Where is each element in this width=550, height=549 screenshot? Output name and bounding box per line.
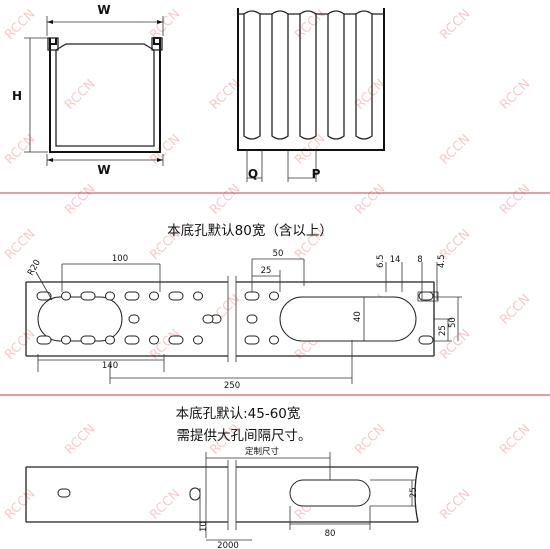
dim-40: 40 (353, 311, 363, 322)
dim-14: 14 (390, 255, 401, 265)
p-label: P (312, 167, 321, 181)
bottom-plate-small: 定制尺寸 25 10 80 2000 (25, 446, 419, 549)
height-label: H (12, 89, 22, 103)
watermark-text: RCCN (2, 327, 38, 363)
mounting-hole (80, 335, 96, 345)
width-label-bottom: W (97, 163, 110, 177)
watermark-text: RCCN (437, 132, 473, 168)
watermark-text: RCCN (2, 487, 38, 523)
mounting-hole (193, 291, 203, 301)
mounting-hole (105, 291, 115, 301)
dim-4-5: 4.5 (437, 254, 447, 268)
section3-title-line1: 本底孔默认:45-60宽 (176, 405, 301, 422)
watermark-text: RCCN (292, 7, 328, 43)
mounting-hole (269, 335, 279, 345)
mounting-hole (244, 335, 260, 345)
mounting-hole (168, 291, 184, 301)
watermark-text: RCCN (497, 182, 533, 218)
dim-25-right: 25 (438, 325, 448, 336)
watermark-text: RCCN (147, 487, 183, 523)
watermark-text: RCCN (62, 182, 98, 218)
watermark-text: RCCN (2, 132, 38, 168)
mounting-hole (36, 291, 52, 301)
watermark-text: RCCN (352, 422, 388, 458)
watermark-text: RCCN (2, 227, 38, 263)
mounting-hole (36, 335, 52, 345)
section3-title-line2: 需提供大孔间隔尺寸。 (177, 428, 312, 444)
trunking-cross-section: W H W (12, 3, 164, 177)
q-label: Q (248, 167, 258, 181)
mounting-hole (149, 291, 159, 301)
mounting-hole (244, 291, 260, 301)
watermark-text: RCCN (437, 487, 473, 523)
mounting-hole (124, 335, 140, 345)
mounting-hole (61, 335, 71, 345)
watermark-text: RCCN (2, 7, 38, 43)
custom-size-label: 定制尺寸 (245, 446, 280, 457)
dim-100: 100 (112, 254, 128, 264)
dim-50-right: 50 (448, 317, 458, 328)
width-label-top: W (97, 3, 110, 17)
mounting-hole (202, 314, 214, 324)
mounting-hole (149, 335, 159, 345)
watermark-text: RCCN (207, 182, 243, 218)
watermark-text: RCCN (62, 422, 98, 458)
dim-6-5: 6.5 (376, 254, 386, 268)
mounting-hole (128, 314, 140, 324)
mounting-hole (418, 335, 434, 345)
section2-title: 本底孔默认80宽（含以上） (167, 222, 333, 239)
watermark-text: RCCN (352, 182, 388, 218)
slotted-wall-view: Q P (237, 8, 385, 182)
dim-50-top: 50 (273, 249, 284, 259)
watermark-text: RCCN (147, 327, 183, 363)
dim-10: 10 (199, 521, 209, 532)
watermark-text: RCCN (497, 292, 533, 328)
slot-finger (355, 10, 373, 140)
mounting-hole (105, 335, 115, 345)
mounting-hole (124, 291, 140, 301)
watermark-text: RCCN (62, 77, 98, 113)
dim-80: 80 (325, 529, 336, 539)
watermark-text: RCCN (497, 77, 533, 113)
dim-r20: R20 (26, 258, 43, 277)
watermark-text: RCCN (437, 7, 473, 43)
dim-25-top: 25 (261, 266, 272, 276)
mounting-hole (269, 291, 279, 301)
mounting-hole (418, 291, 434, 301)
watermark-text: RCCN (497, 422, 533, 458)
dim-250: 250 (224, 381, 240, 391)
mounting-hole (80, 291, 96, 301)
dim-25-small: 25 (409, 487, 419, 498)
slot-finger (299, 10, 317, 140)
slot-finger (327, 10, 345, 140)
mounting-hole (168, 335, 184, 345)
mounting-hole (193, 335, 203, 345)
mounting-hole (246, 314, 258, 324)
slot-finger (243, 10, 261, 140)
watermark-layer: RCCN RCCN RCCN RCCN RCCN RCCN RCCN RCCN RCCN RCCN… (2, 7, 533, 523)
watermark-text: RCCN (147, 132, 183, 168)
slot-finger (271, 10, 289, 140)
mounting-hole (61, 291, 71, 301)
dim-2000: 2000 (217, 541, 239, 549)
bottom-plate-large: 100 R20 50 25 6.5 14 8 4.5 40 25 50 (25, 249, 462, 391)
dim-8: 8 (417, 255, 422, 265)
